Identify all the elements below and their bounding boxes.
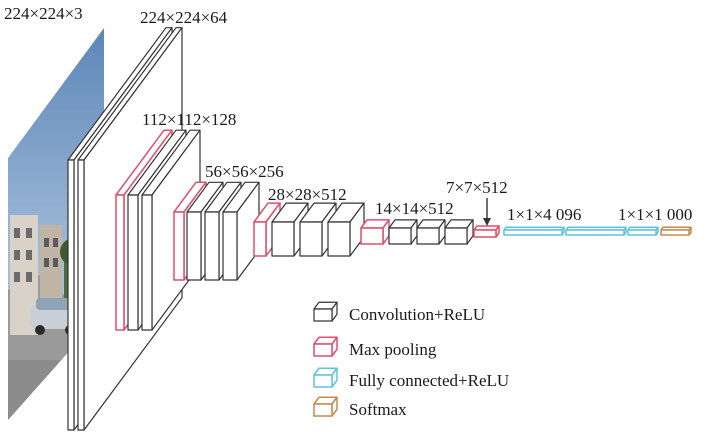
- legend: Convolution+ReLU Max pooling Fully conne…: [313, 301, 509, 419]
- legend-pool-label: Max pooling: [349, 340, 437, 359]
- label-conv5: 14×14×512: [375, 199, 454, 218]
- legend-conv-label: Convolution+ReLU: [349, 305, 485, 324]
- softmax-block: [660, 226, 692, 236]
- label-conv4: 28×28×512: [268, 185, 347, 204]
- label-input: 224×224×3: [4, 4, 83, 23]
- fc2-block: [565, 226, 627, 236]
- label-pool5: 7×7×512: [446, 178, 508, 197]
- legend-softmax-icon: [313, 396, 338, 417]
- layer-blocks: [67, 27, 692, 431]
- conv5-block-c: [444, 219, 474, 245]
- legend-fc-label: Fully connected+ReLU: [349, 371, 509, 390]
- legend-conv-icon: [313, 301, 338, 322]
- conv5-block-b: [416, 219, 446, 245]
- label-conv3: 56×56×256: [205, 162, 284, 181]
- legend-pool-icon: [313, 336, 338, 357]
- pool4-block: [360, 219, 390, 245]
- down-arrow-icon: [483, 198, 491, 226]
- label-fc1: 1×1×4 096: [507, 205, 581, 224]
- fc1-block: [503, 226, 565, 236]
- pool5-block: [473, 225, 500, 238]
- conv4-block-c: [327, 202, 365, 257]
- legend-fc-icon: [313, 367, 338, 388]
- conv5-block-a: [388, 219, 418, 245]
- legend-softmax-label: Softmax: [349, 400, 407, 419]
- label-conv1: 224×224×64: [140, 8, 228, 27]
- label-conv2: 112×112×128: [142, 110, 236, 129]
- label-fc3: 1×1×1 000: [618, 205, 692, 224]
- fc3-block: [627, 226, 659, 236]
